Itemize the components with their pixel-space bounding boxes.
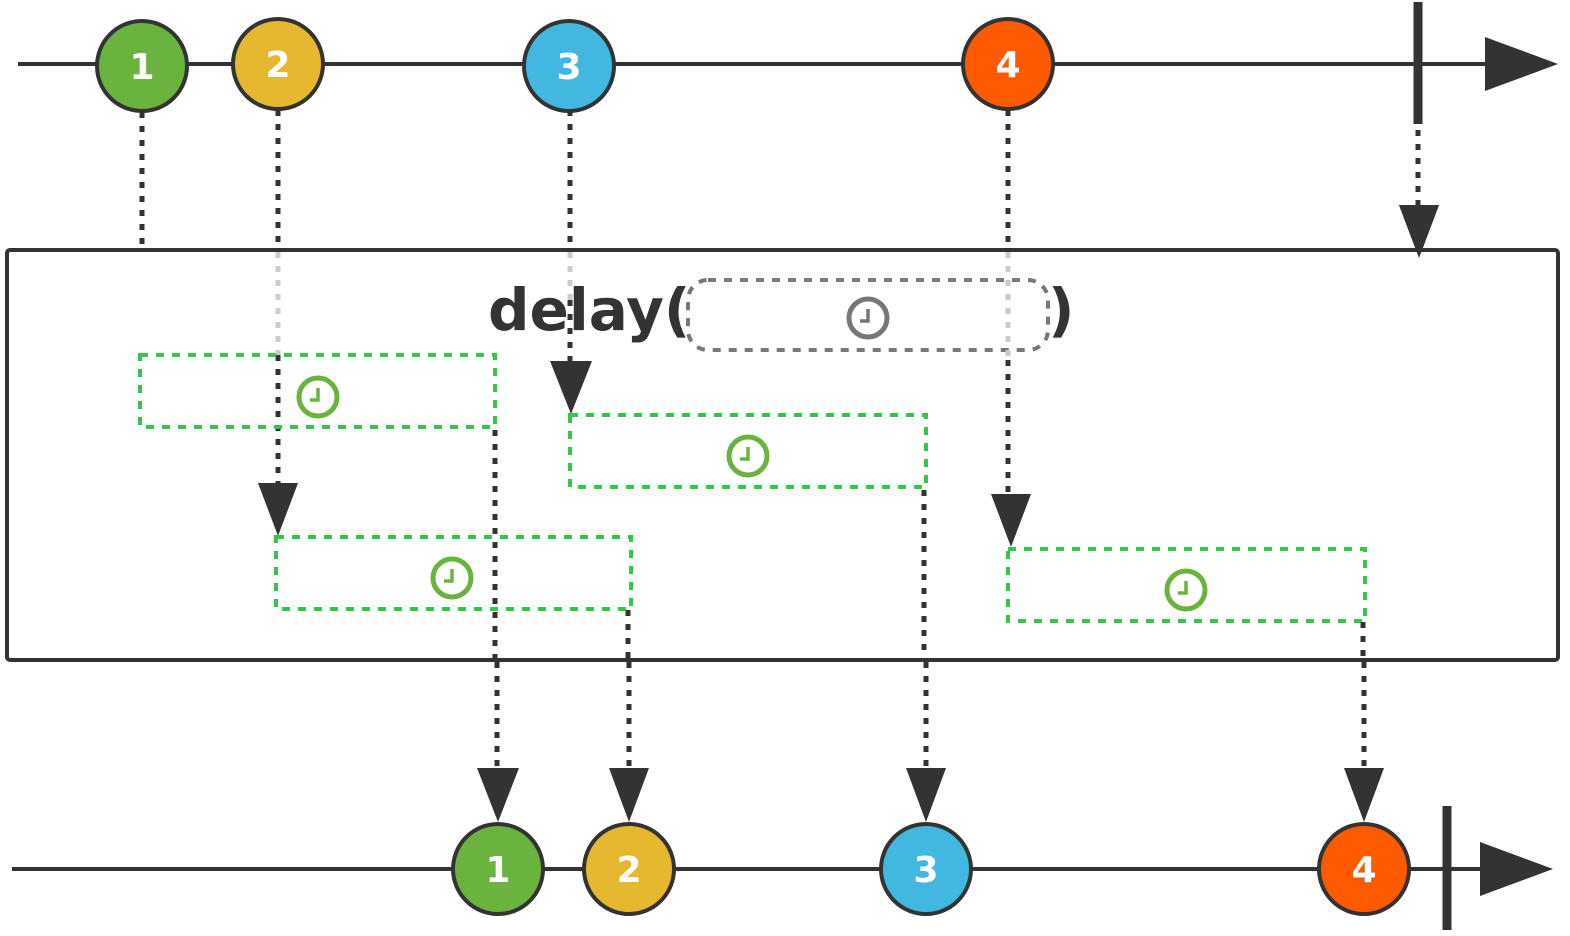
output-marble-4-circle: [1317, 822, 1411, 916]
output-marble-2-circle: [582, 822, 676, 916]
arrowhead-input-2: [258, 483, 298, 536]
delay-window-3-box: [568, 413, 928, 489]
operator-box: delay( ): [5, 205, 1560, 662]
input-marble-2-circle: [231, 17, 325, 111]
input-marble-3: 3: [522, 19, 616, 113]
output-marble-1-circle: [451, 822, 545, 916]
delay-window-4-box: [1006, 547, 1367, 623]
input-timeline-arrowhead: [1485, 37, 1558, 91]
clock-icon: [296, 375, 340, 419]
delay-window-1: [138, 353, 497, 429]
input-marble-4: 4: [961, 17, 1055, 111]
arrowhead-output-3: [906, 768, 946, 822]
input-marble-2-label: 2: [265, 45, 290, 86]
input-marble-4-circle: [961, 17, 1055, 111]
input-marble-4-label: 4: [995, 45, 1020, 86]
arrowhead-completion-tip: [1399, 205, 1439, 258]
operator-close-paren: ): [1048, 276, 1075, 344]
delay-window-1-box: [138, 353, 497, 429]
input-marble-2: 2: [231, 17, 325, 111]
delay-window-3: [568, 413, 928, 489]
output-timeline-arrowhead: [1480, 842, 1553, 896]
output-marble-1-label: 1: [485, 850, 510, 891]
clock-icon: [726, 434, 770, 478]
input-marble-3-circle: [522, 19, 616, 113]
output-marble-2-label: 2: [616, 850, 641, 891]
delay-parameter-box: [686, 278, 1050, 352]
output-timeline: [12, 806, 1553, 930]
output-marble-3-label: 3: [913, 850, 938, 891]
output-connectors: [477, 662, 1384, 822]
delay-window-2-box: [274, 535, 633, 611]
output-marble-3: 3: [879, 822, 973, 916]
delay-window-4: [1006, 547, 1367, 623]
output-marble-4-label: 4: [1351, 850, 1376, 891]
operator-box-rect: [5, 248, 1560, 662]
input-marble-1-label: 1: [129, 47, 154, 88]
output-marble-1: 1: [451, 822, 545, 916]
output-marble-4: 4: [1317, 822, 1411, 916]
arrowhead-output-1: [477, 768, 519, 822]
input-marble-1: 1: [95, 19, 189, 113]
clock-icon: [430, 556, 474, 600]
arrowhead-output-4: [1344, 768, 1384, 822]
clock-icon: [1164, 568, 1208, 612]
output-marble-3-circle: [879, 822, 973, 916]
input-marble-3-label: 3: [556, 47, 581, 88]
input-marble-1-circle: [95, 19, 189, 113]
clock-icon: [846, 296, 890, 340]
operator-name: delay(: [488, 276, 690, 344]
output-marble-2: 2: [582, 822, 676, 916]
delay-window-2: [274, 535, 633, 611]
arrowhead-output-2: [609, 768, 649, 822]
arrowhead-input-4: [991, 494, 1031, 547]
arrowhead-input-3: [550, 361, 592, 414]
